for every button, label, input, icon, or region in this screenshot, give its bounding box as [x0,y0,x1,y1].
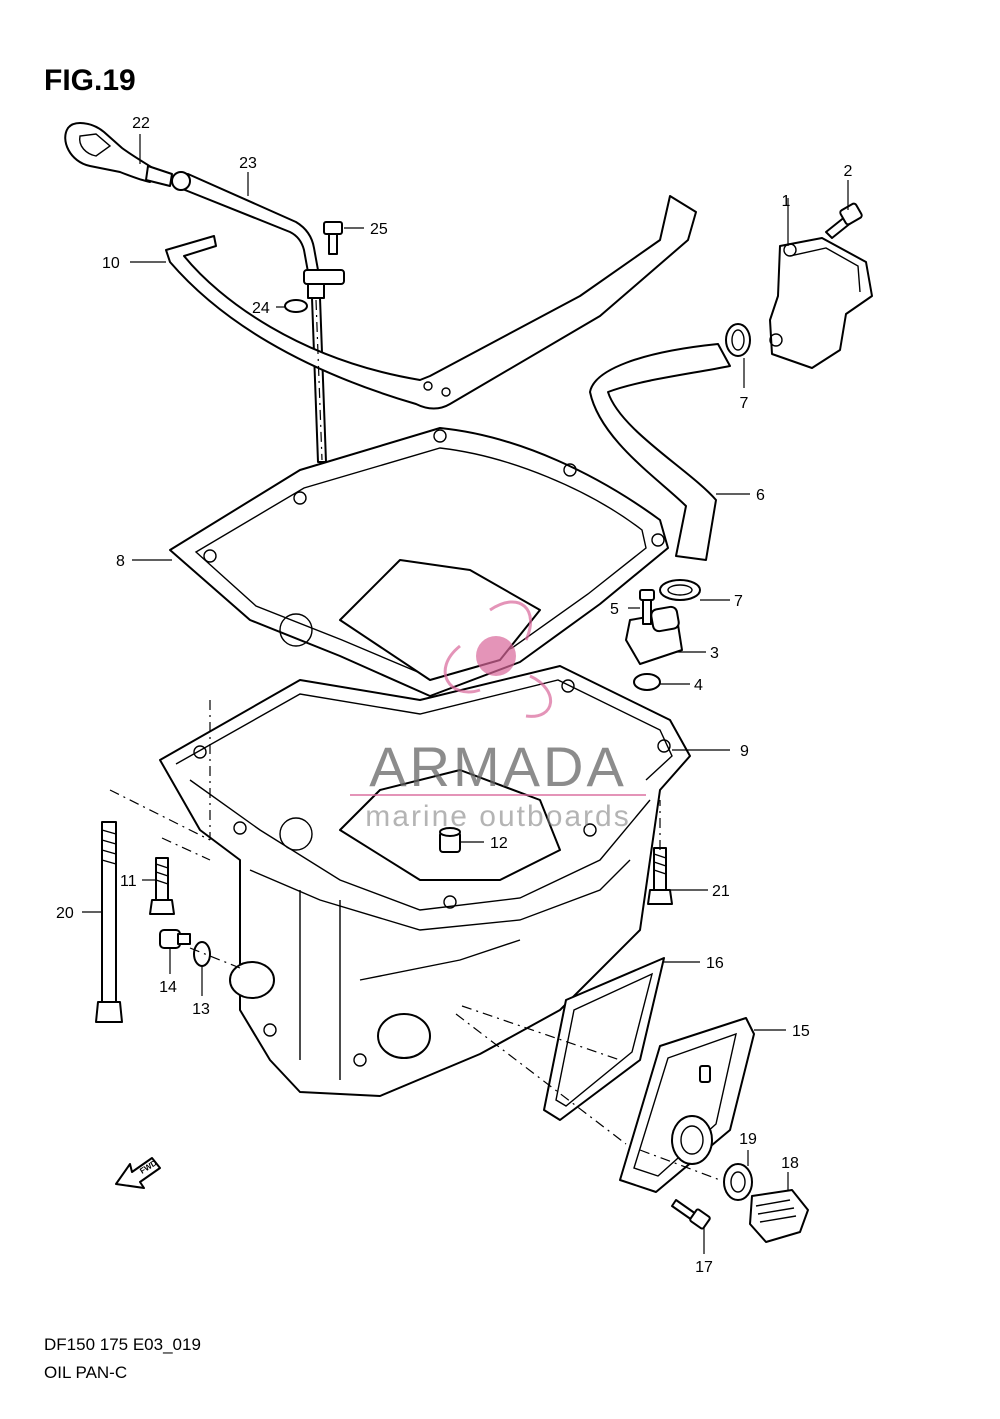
callout-7-upper: 7 [740,395,749,412]
callout-16: 16 [706,955,724,972]
callout-4: 4 [694,677,703,694]
callout-3: 3 [710,645,719,662]
model-code: DF150 175 E03_019 [44,1335,201,1354]
part-10-brace [165,195,697,410]
callout-10: 10 [102,255,120,272]
section-name: OIL PAN-C [44,1363,127,1382]
watermark: ARMADA marine outboards [350,600,646,833]
part-7-hose-clamp-lower [659,579,701,601]
callout-11: 11 [120,873,137,890]
callout-13: 13 [192,1001,210,1018]
part-7-hose-clamp-upper [725,323,751,357]
callout-22: 22 [132,115,150,132]
callout-18: 18 [781,1155,799,1172]
callout-24: 24 [252,300,270,317]
part-2-bolt [825,202,863,239]
callout-9: 9 [740,743,749,760]
part-3-fitting [625,605,683,665]
dipstick-rod [311,297,327,463]
callout-labels: 1 2 3 4 5 6 7 7 8 9 10 11 12 13 14 15 16… [56,115,853,1276]
part-22-dipstick-handle [64,122,173,187]
callout-12: 12 [490,835,508,852]
callout-14: 14 [159,979,177,996]
part-1-bracket [769,237,873,369]
part-25-bolt [323,221,343,255]
part-19-washer [723,1163,753,1201]
callout-7-lower: 7 [734,593,743,610]
callout-8: 8 [116,553,125,570]
callout-2: 2 [844,163,853,180]
part-16-cover-gasket [543,957,665,1121]
assembly-lines [109,299,721,1181]
leader-lines [82,134,849,1254]
part-6-hose [589,343,731,561]
part-8-gasket [169,427,669,697]
part-20-long-bolt [95,821,123,1023]
watermark-tagline: marine outboards [365,800,630,833]
figure-title: FIG.19 [44,64,136,97]
fwd-direction-arrow: FWD [115,1157,161,1189]
part-14-drain-plug [159,929,191,949]
callout-17: 17 [695,1259,713,1276]
part-18-drain-plug [749,1189,809,1243]
part-13-washer [193,941,211,967]
part-21-bolt [647,847,673,905]
part-11-bolt [149,857,175,915]
part-9-oil-pan [159,665,691,1097]
callout-20: 20 [56,905,74,922]
callout-23: 23 [239,155,257,172]
part-24-o-ring [284,299,308,313]
part-17-bolt [671,1199,711,1230]
callout-19: 19 [739,1131,757,1148]
callout-1: 1 [782,193,791,210]
part-15-side-cover [619,1017,755,1193]
part-4-o-ring [633,673,661,691]
watermark-logo [443,600,552,718]
callout-21: 21 [712,883,730,900]
watermark-brand: ARMADA [369,735,627,798]
callout-25: 25 [370,221,388,238]
callout-15: 15 [792,1023,810,1040]
callout-5: 5 [610,601,619,618]
callout-6: 6 [756,487,765,504]
part-5-bolt [639,589,655,625]
